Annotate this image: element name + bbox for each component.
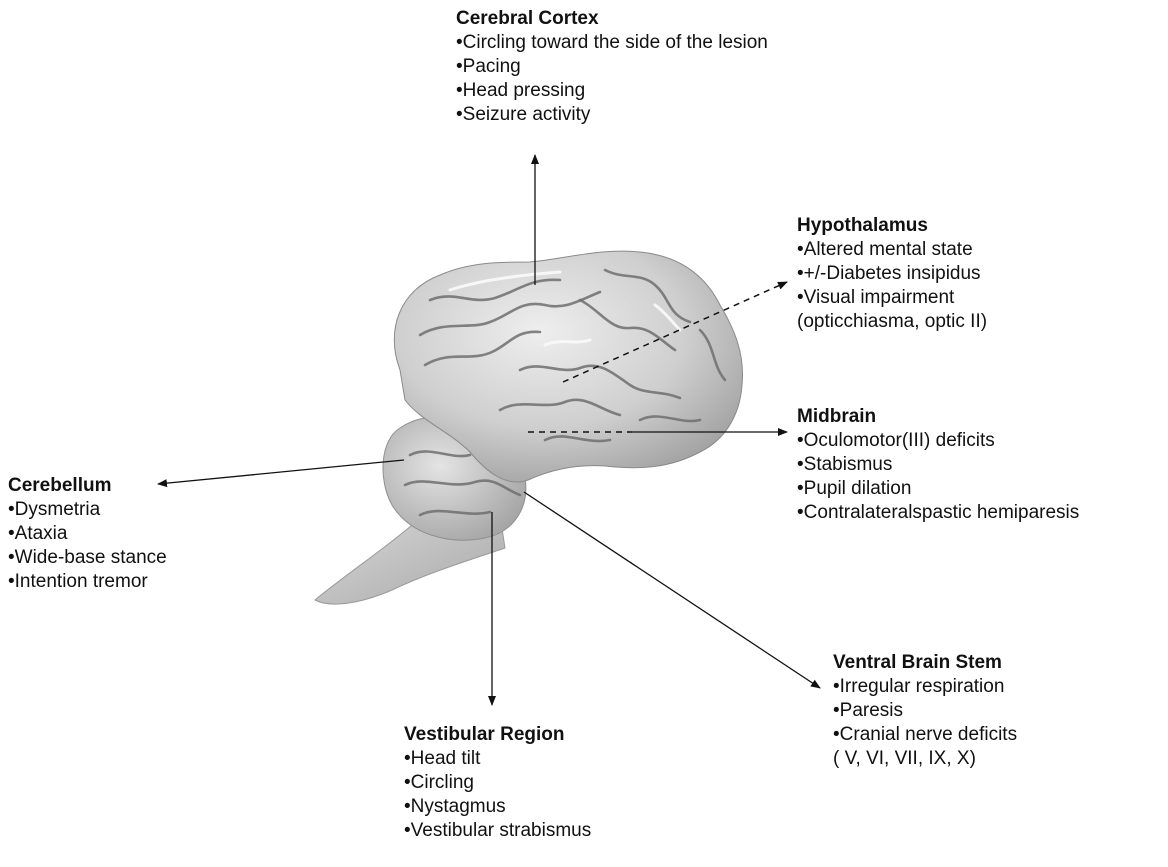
symptom-item: •Head pressing [456, 79, 768, 103]
hypothalamus-label: Hypothalamus •Altered mental state •+/-D… [797, 214, 987, 334]
symptom-item: •Intention tremor [8, 570, 167, 594]
symptom-item: •Circling [404, 771, 591, 795]
symptom-item: •Irregular respiration [833, 675, 1017, 699]
symptom-item: •Vestibular strabismus [404, 819, 591, 843]
symptom-item: •Wide-base stance [8, 546, 167, 570]
symptom-item: •Seizure activity [456, 103, 768, 127]
midbrain-label: Midbrain •Oculomotor(III) deficits •Stab… [797, 405, 1079, 525]
symptom-item: •Pupil dilation [797, 477, 1079, 501]
symptom-item: •Oculomotor(III) deficits [797, 429, 1079, 453]
symptom-item: •Visual impairment [797, 286, 987, 310]
symptom-item: •Dysmetria [8, 498, 167, 522]
symptom-item: •Contralateralspastic hemiparesis [797, 501, 1079, 525]
region-title: Vestibular Region [404, 723, 591, 747]
arrow-cerebellum [158, 460, 404, 484]
symptom-item: ( V, VI, VII, IX, X) [833, 747, 1017, 771]
symptom-item: •Pacing [456, 55, 768, 79]
region-title: Hypothalamus [797, 214, 987, 238]
symptom-item: •Head tilt [404, 747, 591, 771]
symptom-item: (opticchiasma, optic II) [797, 310, 987, 334]
region-title: Cerebellum [8, 474, 167, 498]
region-title: Ventral Brain Stem [833, 651, 1017, 675]
brain-illustration [315, 251, 743, 604]
symptom-item: •Nystagmus [404, 795, 591, 819]
cerebellum-label: Cerebellum •Dysmetria •Ataxia •Wide-base… [8, 474, 167, 594]
vestibular-region-label: Vestibular Region •Head tilt •Circling •… [404, 723, 591, 843]
symptom-item: •Stabismus [797, 453, 1079, 477]
arrow-ventral-brain-stem [524, 492, 820, 688]
symptom-item: •Paresis [833, 699, 1017, 723]
symptom-item: •Altered mental state [797, 238, 987, 262]
region-title: Midbrain [797, 405, 1079, 429]
symptom-item: •+/-Diabetes insipidus [797, 262, 987, 286]
symptom-item: •Circling toward the side of the lesion [456, 31, 768, 55]
region-title: Cerebral Cortex [456, 7, 768, 31]
cerebral-cortex-label: Cerebral Cortex •Circling toward the sid… [456, 7, 768, 127]
symptom-item: •Ataxia [8, 522, 167, 546]
symptom-item: •Cranial nerve deficits [833, 723, 1017, 747]
ventral-brain-stem-label: Ventral Brain Stem •Irregular respiratio… [833, 651, 1017, 771]
